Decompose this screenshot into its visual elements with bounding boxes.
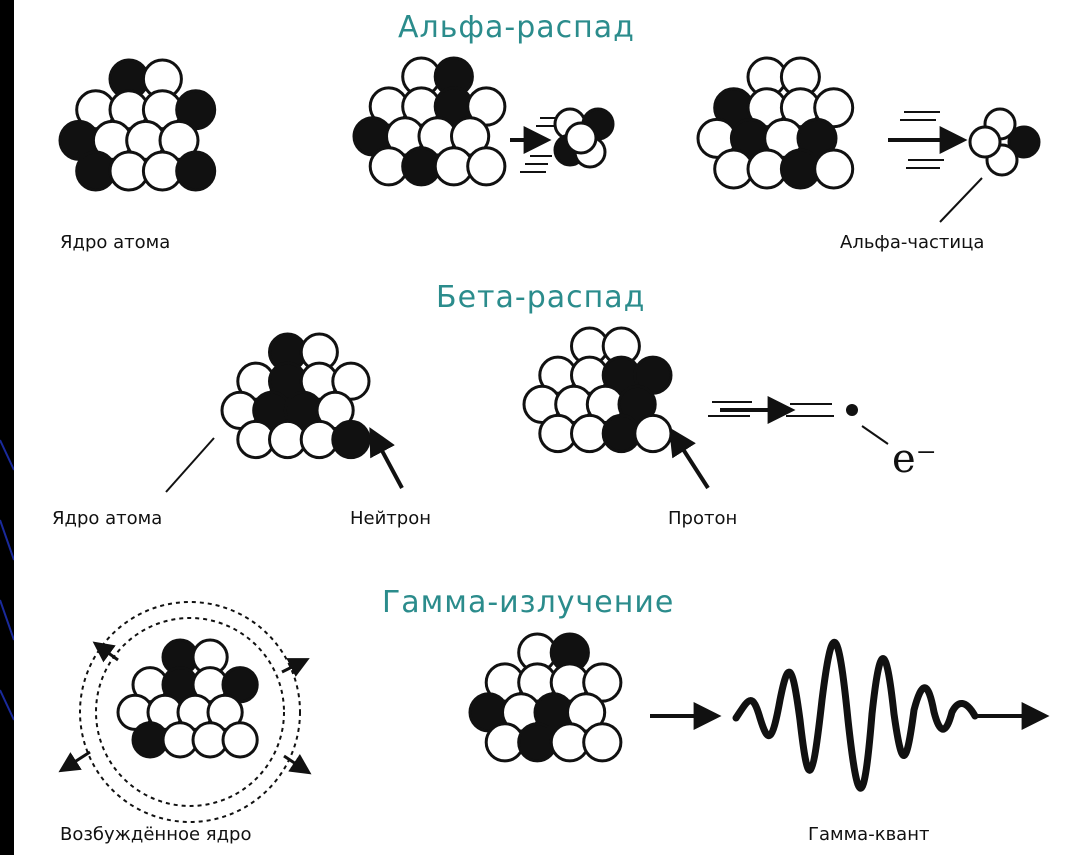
excitation-arrows bbox=[58, 641, 312, 775]
excitation-dashes bbox=[79, 601, 301, 823]
alpha-particle-1 bbox=[553, 107, 615, 169]
proton-arrow bbox=[668, 427, 710, 490]
beta-nucleus-label: Ядро атома bbox=[52, 508, 163, 529]
gamma-wave bbox=[732, 639, 979, 792]
proton-label: Протон bbox=[668, 508, 738, 529]
proton-sphere bbox=[466, 146, 507, 187]
excited-nucleus-label: Возбуждённое ядро bbox=[60, 824, 252, 845]
proton-sphere bbox=[633, 413, 673, 454]
alpha-motion-lines-2 bbox=[900, 111, 944, 169]
beta-nucleus-1 bbox=[220, 332, 371, 460]
electron-pointer bbox=[861, 425, 889, 445]
alpha-nucleus-3 bbox=[696, 56, 855, 190]
proton-sphere bbox=[582, 722, 623, 763]
neutron-label: Нейтрон bbox=[350, 508, 431, 529]
neutron-sphere bbox=[331, 419, 371, 460]
beta-decay-title: Бета-распад bbox=[436, 280, 646, 315]
neutron-sphere bbox=[175, 150, 217, 192]
alpha-particle-label: Альфа-частица bbox=[840, 232, 985, 253]
gamma-quantum-label: Гамма-квант bbox=[808, 824, 930, 845]
electron-symbol: e⁻ bbox=[892, 436, 937, 482]
electron-dot bbox=[846, 404, 858, 416]
excited-nucleus bbox=[116, 638, 259, 759]
alpha-nucleus-2 bbox=[352, 56, 507, 187]
alpha-nucleus-label: Ядро атома bbox=[60, 232, 171, 253]
alpha-particle-pointer bbox=[939, 177, 983, 223]
beta-nucleus-pointer bbox=[165, 437, 215, 493]
gamma-radiation-title: Гамма-излучение bbox=[382, 585, 675, 620]
neutron-arrow bbox=[369, 427, 404, 489]
alpha-motion-lines-1 bbox=[520, 117, 556, 173]
gamma-nucleus bbox=[468, 632, 623, 763]
proton-sphere bbox=[813, 148, 855, 190]
proton-sphere bbox=[221, 721, 259, 759]
alpha-nucleus-1 bbox=[58, 58, 217, 192]
alpha-decay-title: Альфа-распад bbox=[398, 10, 635, 45]
alpha-particle-2 bbox=[968, 107, 1041, 177]
beta-nucleus-2 bbox=[522, 326, 673, 454]
